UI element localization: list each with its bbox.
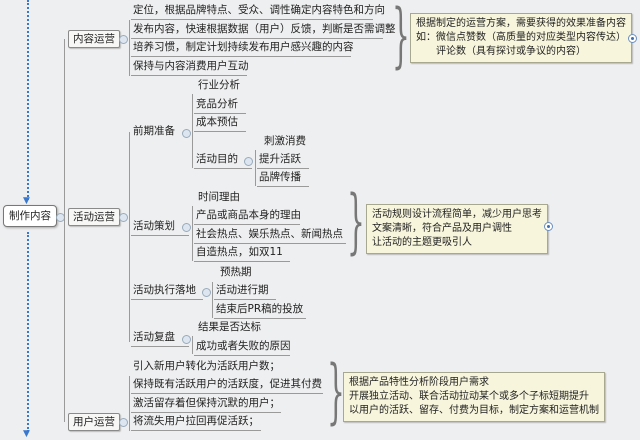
topic-user-ops[interactable]: 用户运营 bbox=[68, 413, 120, 431]
leaf[interactable]: 自造热点，如双11 bbox=[194, 245, 290, 262]
arrow-down-icon: ▼ bbox=[23, 196, 30, 206]
arrow-down-icon: ▼ bbox=[23, 429, 30, 439]
leaf[interactable]: 结果是否达标 bbox=[198, 321, 261, 333]
collapse-icon[interactable] bbox=[182, 129, 191, 138]
leaf[interactable]: 社会热点、娱乐热点、新闻热点 bbox=[194, 227, 346, 244]
summary-brace: } bbox=[392, 0, 410, 76]
leaf[interactable]: 品牌传播 bbox=[257, 170, 309, 187]
collapse-icon[interactable] bbox=[119, 418, 128, 427]
note-line: 文案清晰，符合产品及用户调性 bbox=[372, 223, 512, 234]
subtopic-goal[interactable]: 活动目的 bbox=[194, 152, 252, 169]
leaf[interactable]: 竞品分析 bbox=[194, 97, 246, 114]
leaf[interactable]: 结束后PR稿的投放 bbox=[214, 302, 306, 319]
collapse-icon[interactable] bbox=[202, 288, 211, 297]
note-content-ops: 根据制定的运营方案，需要获得的效果准备内容 如：微信点赞数（高质量的对应类型内容… bbox=[410, 13, 632, 63]
note-line: 以用户的活跃、留存、付费为目标，制定方案和运营机制 bbox=[349, 405, 599, 416]
note-line: 开展独立活动、联合活动拉动某个或多个子标短期提升 bbox=[349, 391, 589, 402]
connector bbox=[192, 94, 193, 168]
connector bbox=[192, 336, 193, 354]
note-line: 根据产品特性分析阶段用户需求 bbox=[349, 377, 489, 388]
note-user-ops: 根据产品特性分析阶段用户需求 开展独立活动、联合活动拉动某个或多个子标短期提升 … bbox=[343, 372, 605, 422]
relationship-line-top bbox=[27, 0, 29, 200]
subtopic[interactable]: 激活留存着但保持沉默的用户； bbox=[131, 396, 281, 413]
subtopic-exec[interactable]: 活动执行落地 bbox=[131, 283, 203, 300]
subtopic[interactable]: 引入新用户转化为活跃用户数； bbox=[133, 360, 280, 372]
subtopic[interactable]: 保持既有活跃用户的活跃度，促进其付费 bbox=[131, 377, 323, 394]
topic-content-ops[interactable]: 内容运营 bbox=[68, 30, 120, 48]
note-line: 活动规则设计流程简单，减少用户思考 bbox=[372, 209, 542, 220]
note-icon[interactable] bbox=[628, 34, 637, 43]
collapse-icon[interactable] bbox=[119, 35, 128, 44]
collapse-icon[interactable] bbox=[182, 223, 191, 232]
note-line: 评论数（具有探讨或争议的内容） bbox=[416, 46, 586, 57]
note-activity-plan: 活动规则设计流程简单，减少用户思考 文案清晰，符合产品及用户调性 让活动的主题更… bbox=[366, 204, 548, 254]
connector bbox=[212, 282, 213, 318]
leaf[interactable]: 刺激消费 bbox=[264, 135, 306, 147]
subtopic[interactable]: 培养习惯，制定计划持续发布用户感兴趣的内容 bbox=[131, 40, 354, 57]
note-line: 根据制定的运营方案，需要获得的效果准备内容 bbox=[416, 18, 626, 29]
subtopic-review[interactable]: 活动复盘 bbox=[131, 330, 189, 347]
connector bbox=[64, 39, 65, 422]
note-icon[interactable] bbox=[544, 222, 553, 231]
connector bbox=[129, 132, 130, 342]
subtopic[interactable]: 发布内容，快速根据数据（用户）反馈，判断是否需调整 bbox=[131, 22, 396, 39]
subtopic-plan[interactable]: 活动策划 bbox=[131, 219, 189, 236]
topic-activity-ops[interactable]: 活动运营 bbox=[68, 208, 120, 226]
relationship-line-bottom bbox=[27, 232, 29, 432]
collapse-icon[interactable] bbox=[244, 157, 253, 166]
connector bbox=[129, 376, 130, 431]
connector bbox=[255, 150, 256, 186]
collapse-icon[interactable] bbox=[182, 335, 191, 344]
connector bbox=[129, 20, 130, 76]
subtopic[interactable]: 保持与内容消费用户互动 bbox=[131, 59, 249, 76]
subtopic[interactable]: 将流失用户拉回再促活跃； bbox=[131, 414, 261, 431]
leaf[interactable]: 成本预估 bbox=[194, 115, 246, 132]
leaf[interactable]: 时间理由 bbox=[198, 191, 240, 203]
connector bbox=[192, 206, 193, 261]
summary-brace: } bbox=[347, 180, 365, 262]
leaf[interactable]: 预热期 bbox=[220, 266, 252, 278]
leaf[interactable]: 活动进行期 bbox=[214, 283, 276, 300]
leaf[interactable]: 提升活跃 bbox=[257, 152, 309, 169]
leaf[interactable]: 成功或者失败的原因 bbox=[194, 339, 291, 356]
collapse-icon[interactable] bbox=[119, 213, 128, 222]
leaf[interactable]: 产品或商品本身的理由 bbox=[194, 208, 301, 225]
root-topic[interactable]: 制作内容 bbox=[3, 205, 57, 227]
note-line: 让活动的主题更吸引人 bbox=[372, 237, 472, 248]
note-line: 如：微信点赞数（高质量的对应类型内容传达） bbox=[416, 32, 626, 43]
subtopic-prep[interactable]: 前期准备 bbox=[133, 125, 175, 137]
subtopic[interactable]: 定位，根据品牌特点、受众、调性确定内容特色和方向 bbox=[131, 3, 385, 20]
summary-brace: } bbox=[327, 350, 345, 432]
leaf[interactable]: 行业分析 bbox=[198, 79, 240, 91]
